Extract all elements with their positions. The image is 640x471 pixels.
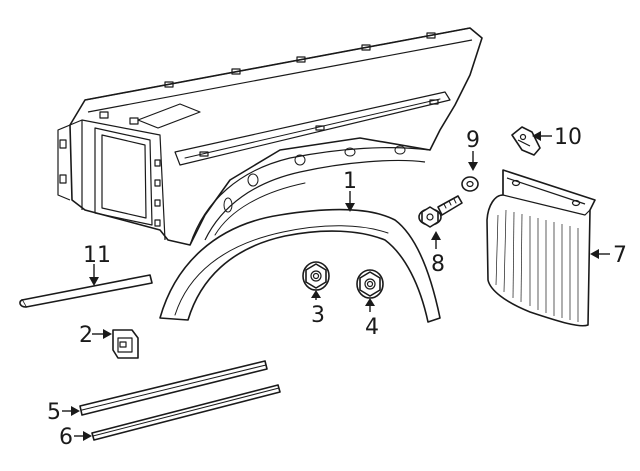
top-rail-bolts (164, 32, 436, 88)
part-nut-3 (302, 261, 330, 291)
part-mud-flap (486, 169, 596, 327)
callout-6: 6 (59, 425, 73, 450)
callout-4: 4 (365, 315, 379, 340)
bed-side-panel (57, 27, 483, 246)
part-bracket (511, 126, 541, 156)
callout-10: 10 (554, 125, 582, 150)
part-clip (112, 329, 139, 359)
callout-7: 7 (613, 243, 627, 268)
callout-1: 1 (343, 169, 357, 194)
part-molding-upper (79, 360, 268, 416)
part-trim-strip (19, 274, 153, 308)
part-bolt (418, 195, 463, 228)
callout-2: 2 (79, 323, 93, 348)
part-washer (461, 176, 479, 192)
callout-11: 11 (83, 243, 111, 268)
callout-9: 9 (466, 128, 480, 153)
callout-5: 5 (47, 400, 61, 425)
callout-3: 3 (311, 303, 325, 328)
part-molding-lower (91, 384, 281, 441)
part-nut-4 (356, 269, 384, 299)
callout-8: 8 (431, 252, 445, 277)
leader-lines (62, 131, 610, 441)
callout-numbers: 1 2 3 4 5 6 7 8 9 10 11 (47, 125, 627, 450)
mud-flap-texture (495, 209, 579, 322)
part-wheel-opening-molding (159, 208, 441, 323)
